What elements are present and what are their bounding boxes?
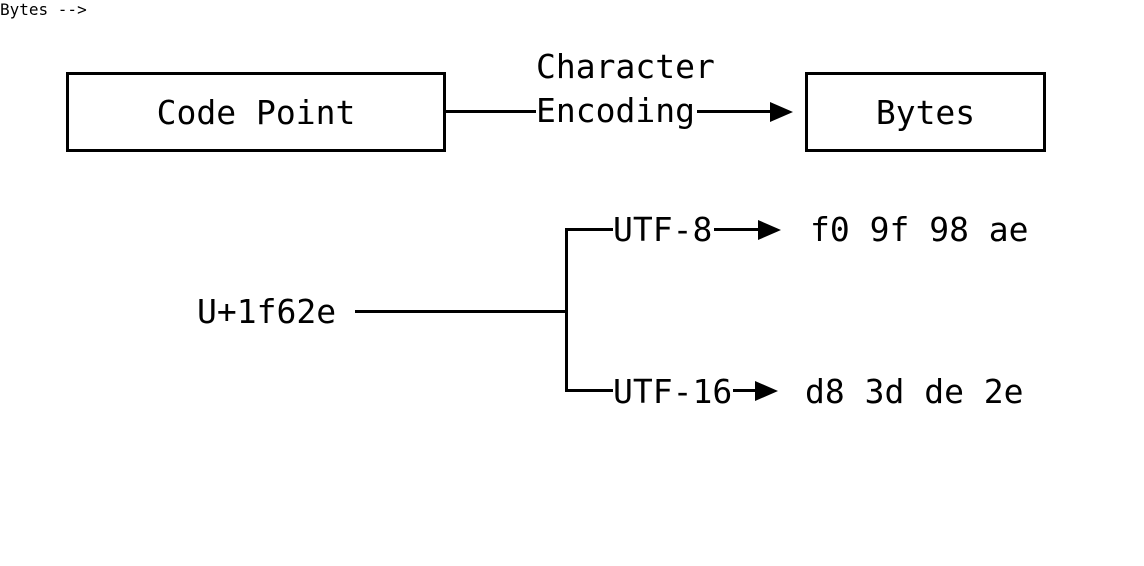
example-code-point: U+1f62e [197, 292, 337, 331]
example-main-line [355, 310, 568, 313]
utf16-branch-label: UTF-16 [613, 372, 733, 411]
utf16-arrowhead-icon [755, 381, 778, 401]
right-arrowhead-icon [770, 102, 793, 122]
utf8-arrowhead-icon [758, 220, 781, 240]
utf8-branch-line [565, 228, 613, 231]
branch-vertical-line [565, 228, 568, 392]
encoding-arrow-line-left [446, 110, 536, 113]
arrow-label-encoding: Encoding [536, 91, 695, 130]
code-point-box: Code Point [66, 72, 446, 152]
utf16-arrow-line [733, 389, 755, 392]
utf16-branch-line [565, 389, 613, 392]
arrow-label-character: Character [536, 47, 715, 86]
utf8-branch-label: UTF-8 [613, 210, 713, 249]
utf16-bytes-value: d8 3d de 2e [805, 372, 1024, 411]
utf8-bytes-value: f0 9f 98 ae [810, 210, 1029, 249]
encoding-arrow-line-right [697, 110, 770, 113]
utf8-arrow-line [714, 228, 758, 231]
bytes-box-label: Bytes [875, 92, 976, 132]
code-point-box-label: Code Point [156, 92, 356, 132]
bytes-box: Bytes [805, 72, 1046, 152]
